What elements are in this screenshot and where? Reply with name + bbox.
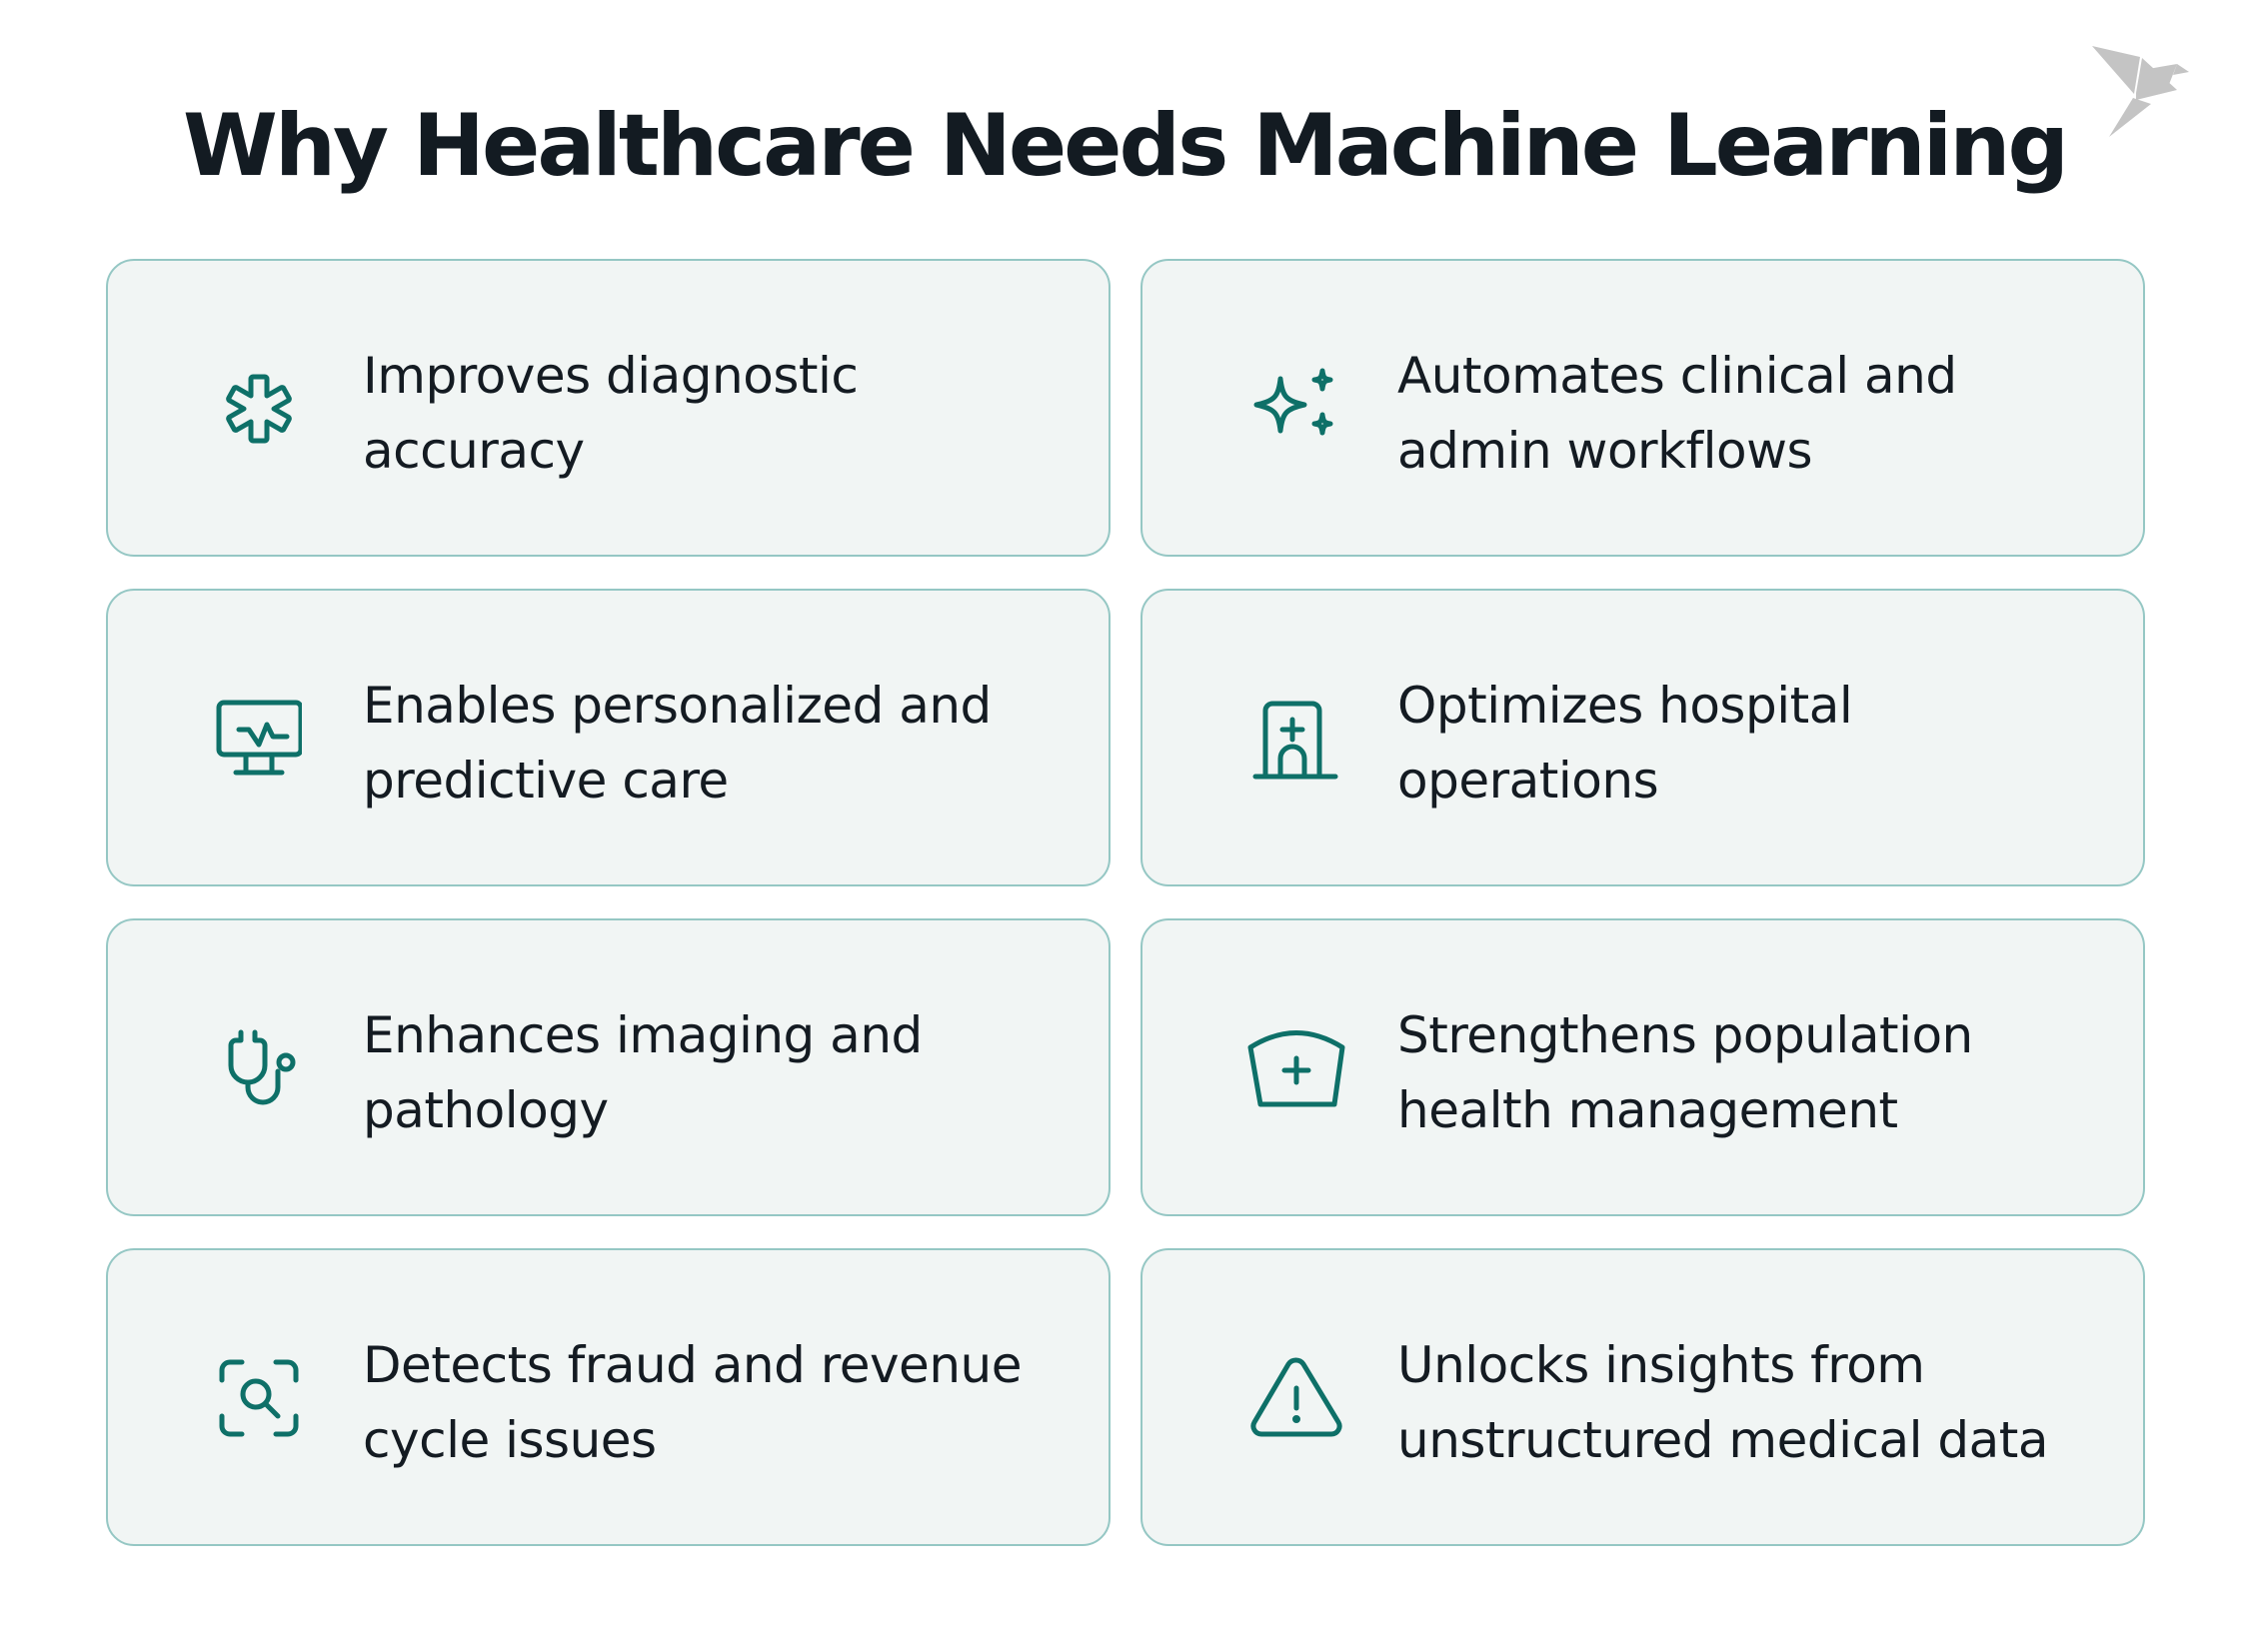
card-text: Detects fraud and revenue cycle issues <box>363 1328 1083 1478</box>
card-text-line: accuracy <box>363 422 585 480</box>
card-text-line: Unlocks insights from <box>1397 1336 1925 1394</box>
origami-bird-icon <box>2089 42 2209 142</box>
card-fraud-detection: Detects fraud and revenue cycle issues <box>106 1248 1111 1546</box>
nurse-cap-icon <box>1246 1024 1346 1110</box>
card-text-line: admin workflows <box>1397 422 1813 480</box>
card-text-line: pathology <box>363 1081 609 1139</box>
scan-search-icon <box>216 1354 302 1440</box>
card-text-line: unstructured medical data <box>1397 1411 2049 1469</box>
card-text: Enhances imaging and pathology <box>363 998 1083 1148</box>
card-diagnostic-accuracy: Improves diagnostic accuracy <box>106 259 1111 557</box>
medical-asterisk-icon <box>216 365 302 451</box>
card-personalized-care: Enables personalized and predictive care <box>106 589 1111 886</box>
card-text-line: Strengthens population <box>1397 1006 1973 1064</box>
card-text-line: health management <box>1397 1081 1898 1139</box>
card-imaging-pathology: Enhances imaging and pathology <box>106 918 1111 1216</box>
hospital-building-icon <box>1252 695 1338 781</box>
warning-triangle-icon <box>1248 1354 1344 1440</box>
card-text-line: Optimizes hospital <box>1397 677 1853 735</box>
card-text: Unlocks insights from unstructured medic… <box>1397 1328 2117 1478</box>
card-text-line: Improves diagnostic <box>363 347 859 405</box>
card-hospital-operations: Optimizes hospital operations <box>1140 589 2145 886</box>
card-text-line: operations <box>1397 752 1659 810</box>
card-text-line: Automates clinical and <box>1397 347 1957 405</box>
sparkles-icon <box>1252 365 1338 451</box>
card-text-line: cycle issues <box>363 1411 657 1469</box>
page-title: Why Healthcare Needs Machine Learning <box>182 96 2069 196</box>
card-text-line: Enhances imaging and <box>363 1006 923 1064</box>
stethoscope-icon <box>216 1024 302 1110</box>
card-text: Strengthens population health management <box>1397 998 2117 1148</box>
card-text-line: Enables personalized and <box>363 677 992 735</box>
heart-monitor-icon <box>216 695 302 781</box>
card-unstructured-data: Unlocks insights from unstructured medic… <box>1140 1248 2145 1546</box>
card-text-line: predictive care <box>363 752 729 810</box>
card-text: Improves diagnostic accuracy <box>363 339 1083 489</box>
card-text: Optimizes hospital operations <box>1397 669 2117 819</box>
card-automates-workflows: Automates clinical and admin workflows <box>1140 259 2145 557</box>
card-text: Enables personalized and predictive care <box>363 669 1083 819</box>
card-text-line: Detects fraud and revenue <box>363 1336 1022 1394</box>
card-text: Automates clinical and admin workflows <box>1397 339 2117 489</box>
card-population-health: Strengthens population health management <box>1140 918 2145 1216</box>
